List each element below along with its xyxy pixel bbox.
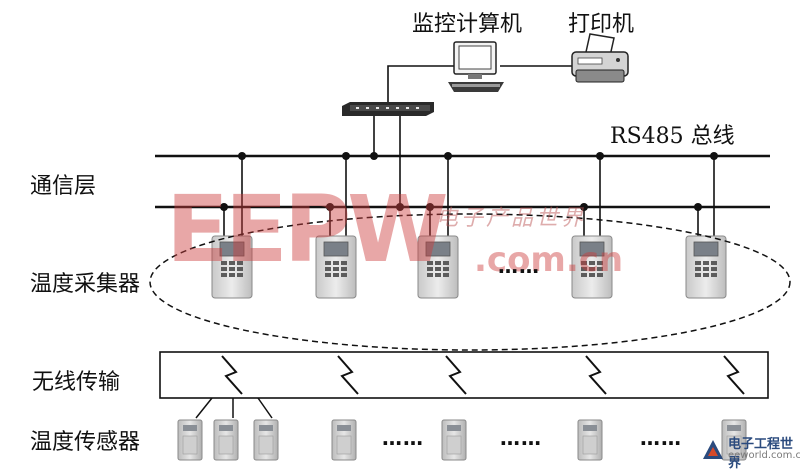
bus-junction-dot [396, 203, 404, 211]
watermark-chinese: 电子产品世界 [436, 206, 587, 231]
collector-device-icon [211, 152, 253, 299]
wireless-link-icon [585, 355, 607, 395]
hub-icon [342, 102, 434, 116]
bus-junction-dot [596, 152, 604, 160]
wireless-link-icon [221, 355, 243, 395]
bus-junction-dot [580, 203, 588, 211]
logo-url: eeworld.com.cn [728, 450, 800, 461]
collector-device-icon [315, 152, 357, 299]
layer-label-communication: 通信层 [30, 174, 97, 199]
wireless-link-icon [445, 355, 467, 395]
watermark-eepw: EEPW [166, 176, 449, 283]
sensor-device-icon [721, 419, 747, 461]
logo-mark-icon [703, 440, 723, 459]
collector-boundary [149, 213, 791, 351]
printer-label: 打印机 [568, 12, 635, 37]
bus-junction-dot [370, 152, 378, 160]
sensor-device-icon [577, 419, 603, 461]
eeworld-logo: 电子工程世界 eeworld.com.cn [700, 433, 800, 471]
layer-label-collector: 温度采集器 [30, 272, 141, 297]
wireless-group [221, 355, 745, 395]
collector-device-icon [417, 152, 459, 299]
watermark-domain: .com.cn [474, 240, 624, 280]
wireless-link-icon [337, 355, 359, 395]
collector-ellipsis: …… [498, 254, 540, 278]
sensor-device-icon [213, 419, 239, 461]
sensor-device-icon [177, 419, 203, 461]
bus-junction-dot [238, 152, 246, 160]
computer-icon [448, 41, 504, 92]
sensor-device-icon [253, 419, 279, 461]
sensor-ellipsis: …… [640, 426, 682, 450]
bus-junction-dot [220, 203, 228, 211]
sensor-device-icon [331, 419, 357, 461]
sensor-links [195, 397, 273, 419]
bus-junction-dot [444, 152, 452, 160]
wireless-link-icon [723, 355, 745, 395]
collector-device-icon [685, 152, 727, 299]
bus-junction-dot [342, 152, 350, 160]
collector-device-icon [571, 152, 613, 299]
bus-junction-dot [326, 203, 334, 211]
sensor-ellipsis: …… [500, 426, 542, 450]
bus-junction-dot [694, 203, 702, 211]
printer-icon [571, 33, 629, 83]
top-wiring [373, 65, 580, 207]
rs485-bus [155, 154, 770, 209]
bus-junction-dot [710, 152, 718, 160]
sensor-group [177, 419, 747, 461]
computer-label: 监控计算机 [412, 12, 523, 37]
collector-group [211, 152, 727, 299]
sensor-ellipsis: …… [382, 426, 424, 450]
logo-title: 电子工程世界 [728, 437, 794, 471]
bus-junction-dot [426, 203, 434, 211]
layer-label-sensor: 温度传感器 [30, 430, 141, 455]
wireless-box [159, 351, 769, 399]
bus-label: RS485 总线 [610, 124, 735, 149]
layer-label-wireless: 无线传输 [32, 370, 121, 395]
sensor-device-icon [441, 419, 467, 461]
